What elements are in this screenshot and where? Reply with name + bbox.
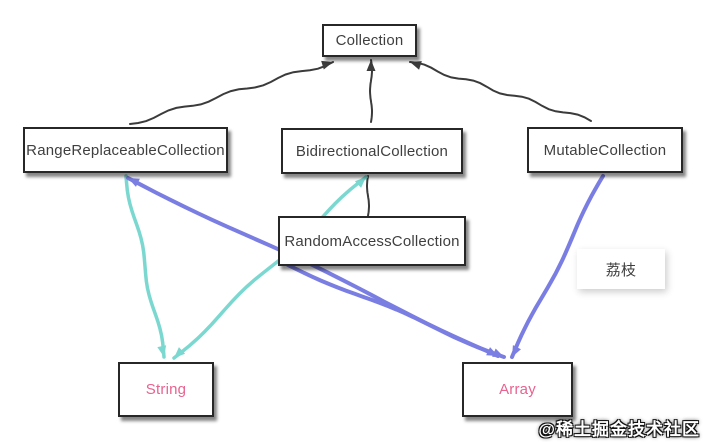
node-label: MutableCollection xyxy=(543,141,667,159)
diagram-node-lychee-note: 荔枝 xyxy=(577,249,665,289)
diagram-node-string: String xyxy=(118,362,214,417)
node-label: 荔枝 xyxy=(605,261,637,279)
diagram-node-random-access-collection: RandomAccessCollection xyxy=(278,216,466,266)
node-label: Collection xyxy=(335,32,404,49)
diagram-node-collection: Collection xyxy=(322,24,417,57)
connector-range-replaceable-to-string-end-arrowhead xyxy=(157,345,167,357)
connector-random-access-to-array xyxy=(286,263,506,359)
connector-mutable-to-collection xyxy=(409,61,592,122)
diagram-node-array: Array xyxy=(462,362,573,417)
connector-bidirectional-to-collection-end-arrowhead xyxy=(366,60,376,71)
connector-random-access-to-array-end-arrowhead xyxy=(492,348,504,357)
node-label: RangeReplaceableCollection xyxy=(26,141,225,159)
node-label: RandomAccessCollection xyxy=(284,232,460,250)
connector-range-replaceable-to-string xyxy=(124,174,166,359)
watermark: @稀土掘金技术社区 xyxy=(538,420,700,439)
diagram-node-range-replaceable-collection: RangeReplaceableCollection xyxy=(23,127,228,173)
connector-string-to-bidirectional xyxy=(172,175,368,360)
node-label: String xyxy=(145,381,187,398)
connector-range-replaceable-to-collection xyxy=(129,61,334,125)
connector-string-to-bidirectional-end-arrowhead xyxy=(354,177,366,188)
connector-range-replaceable-to-array-start-arrowhead xyxy=(128,178,140,187)
connector-mutable-to-collection-end-arrowhead xyxy=(410,61,422,70)
node-label: Array xyxy=(499,381,536,398)
connector-random-access-to-bidirectional xyxy=(366,175,370,217)
diagram-node-mutable-collection: MutableCollection xyxy=(527,127,683,173)
diagram-node-bidirectional-collection: BidirectionalCollection xyxy=(281,128,463,174)
connector-string-to-bidirectional-start-arrowhead xyxy=(174,347,186,358)
connector-mutable-to-array-end-arrowhead xyxy=(512,345,521,357)
connector-mutable-to-array xyxy=(510,174,605,359)
node-label: BidirectionalCollection xyxy=(295,142,449,160)
connector-range-replaceable-to-collection-end-arrowhead xyxy=(321,60,333,70)
